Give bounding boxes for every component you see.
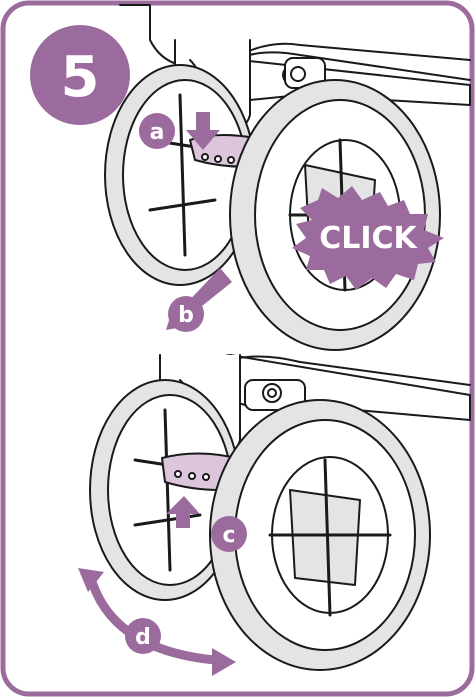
label-a-badge	[139, 113, 175, 149]
arrow-up-icon	[166, 496, 200, 528]
curved-arrow-head-top	[78, 568, 104, 592]
label-d: d	[135, 625, 151, 650]
label-c: c	[222, 523, 235, 548]
click-label: CLICK	[319, 221, 418, 256]
bottom-illustration	[89, 354, 471, 671]
step-number-badge	[30, 25, 130, 125]
label-c-badge	[211, 516, 247, 552]
arrow-down-icon	[186, 112, 220, 150]
step-number: 5	[61, 45, 100, 110]
click-burst-icon	[292, 186, 444, 290]
label-d-badge	[125, 618, 161, 654]
label-b: b	[178, 303, 194, 328]
curved-arrow-head-bottom	[212, 648, 236, 676]
label-b-badge	[168, 296, 204, 332]
label-a: a	[150, 120, 165, 145]
